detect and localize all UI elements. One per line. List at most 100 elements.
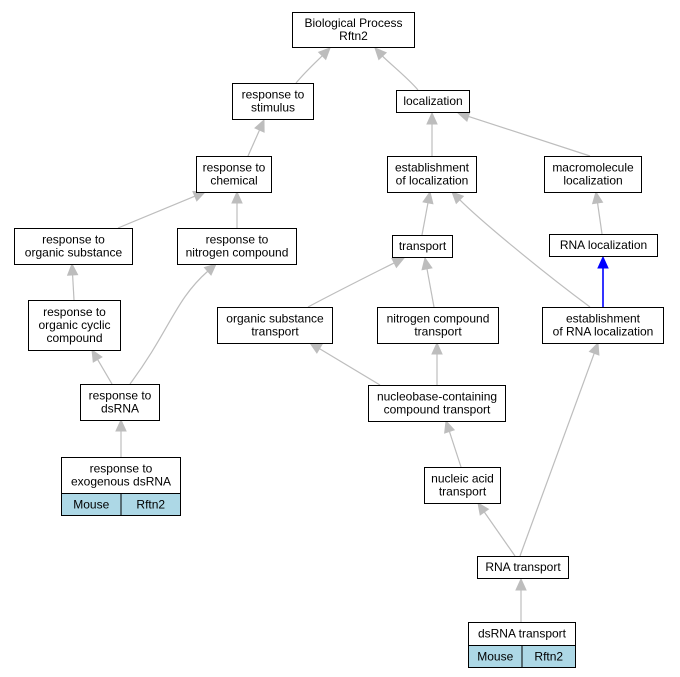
term-node-rna-localization[interactable]: RNA localization bbox=[549, 234, 658, 257]
term-node-localization[interactable]: localization bbox=[396, 90, 470, 113]
edge-na_trans-to-nuc_trans bbox=[448, 431, 462, 468]
term-box bbox=[232, 83, 314, 120]
term-label: dsRNA transport bbox=[478, 627, 567, 641]
edge-resp_chem-to-resp_stim bbox=[247, 129, 261, 157]
edge-local-to-bp bbox=[382, 55, 419, 91]
annotation-cell bbox=[521, 645, 576, 668]
term-box bbox=[392, 235, 453, 258]
edge-est_rna-to-est_loc bbox=[459, 199, 591, 308]
arrowhead-icon bbox=[515, 577, 527, 591]
term-box bbox=[477, 556, 569, 579]
term-label: macromolecule bbox=[552, 161, 634, 175]
edge-macro_loc-to-local bbox=[468, 115, 591, 157]
edge-resp_org-to-resp_chem bbox=[117, 195, 196, 229]
arrowhead-icon bbox=[444, 419, 456, 434]
term-label: response to bbox=[90, 462, 153, 476]
term-box bbox=[196, 156, 272, 193]
arrowhead-icon bbox=[115, 418, 127, 432]
term-label: exogenous dsRNA bbox=[71, 475, 171, 489]
term-box bbox=[217, 307, 333, 344]
term-label: nitrogen compound bbox=[186, 246, 289, 260]
annotation-label: Mouse bbox=[477, 650, 513, 664]
edge-nuc_trans-to-org_trans bbox=[319, 348, 381, 386]
arrowhead-icon bbox=[66, 262, 79, 276]
term-label: RNA transport bbox=[485, 560, 561, 574]
arrowhead-icon bbox=[477, 502, 490, 516]
annotation-label: Rftn2 bbox=[136, 498, 165, 512]
term-label: chemical bbox=[210, 174, 257, 188]
term-box bbox=[14, 228, 133, 265]
term-label: Biological Process bbox=[304, 16, 402, 30]
term-label: establishment bbox=[395, 161, 470, 175]
term-label: stimulus bbox=[251, 101, 295, 115]
term-label: response to bbox=[43, 305, 106, 319]
arrowhead-icon bbox=[308, 342, 323, 354]
term-label: dsRNA bbox=[101, 402, 139, 416]
arrowhead-icon bbox=[422, 190, 434, 205]
term-label: response to bbox=[242, 88, 305, 102]
term-label: response to bbox=[89, 389, 152, 403]
edge-resp_stim-to-bp bbox=[295, 55, 323, 84]
term-node-rna-transport[interactable]: RNA transport bbox=[477, 556, 569, 579]
term-label: nitrogen compound bbox=[387, 312, 490, 326]
term-box bbox=[28, 300, 121, 351]
arrowhead-icon bbox=[597, 255, 609, 269]
term-label: RNA localization bbox=[560, 238, 647, 252]
edge-transport-to-est_loc bbox=[421, 202, 429, 236]
graph-edges bbox=[66, 47, 609, 622]
term-box bbox=[377, 307, 499, 344]
term-box bbox=[387, 156, 477, 193]
arrowhead-icon bbox=[591, 190, 604, 205]
term-box bbox=[292, 12, 415, 48]
term-box bbox=[542, 307, 664, 344]
term-label: response to bbox=[203, 161, 266, 175]
arrowhead-icon bbox=[426, 111, 438, 125]
arrowhead-icon bbox=[588, 341, 600, 356]
annotation-label: Rftn2 bbox=[534, 650, 563, 664]
annotation-cell bbox=[120, 493, 181, 516]
term-label: transport bbox=[251, 325, 299, 339]
edge-resp_ds-to-resp_cyc bbox=[97, 359, 113, 385]
term-label: localization bbox=[563, 174, 622, 188]
term-label: localization bbox=[403, 94, 462, 108]
term-box bbox=[544, 156, 642, 193]
arrowhead-icon bbox=[254, 118, 265, 133]
arrowhead-icon bbox=[391, 257, 406, 269]
term-box bbox=[396, 90, 470, 113]
edge-rna_trans-to-est_rna bbox=[519, 353, 595, 557]
edge-org_trans-to-transport bbox=[307, 262, 395, 308]
term-box bbox=[368, 385, 506, 422]
arrowhead-icon bbox=[421, 256, 433, 271]
term-label: compound bbox=[46, 331, 102, 345]
term-label: nucleobase-containing bbox=[377, 390, 497, 404]
edge-resp_cyc-to-resp_org bbox=[72, 274, 75, 301]
term-node-transport[interactable]: transport bbox=[392, 235, 453, 258]
annotation-label: Mouse bbox=[73, 498, 109, 512]
term-label: of RNA localization bbox=[553, 325, 654, 339]
edge-resp_ds-to-resp_nit bbox=[129, 270, 209, 385]
arrowhead-icon bbox=[231, 190, 243, 204]
edge-nit_trans-to-transport bbox=[426, 268, 435, 308]
term-box bbox=[549, 234, 658, 257]
arrowhead-icon bbox=[451, 191, 465, 205]
arrowhead-icon bbox=[431, 341, 443, 355]
arrowhead-icon bbox=[456, 111, 471, 123]
term-label: organic substance bbox=[25, 246, 123, 260]
